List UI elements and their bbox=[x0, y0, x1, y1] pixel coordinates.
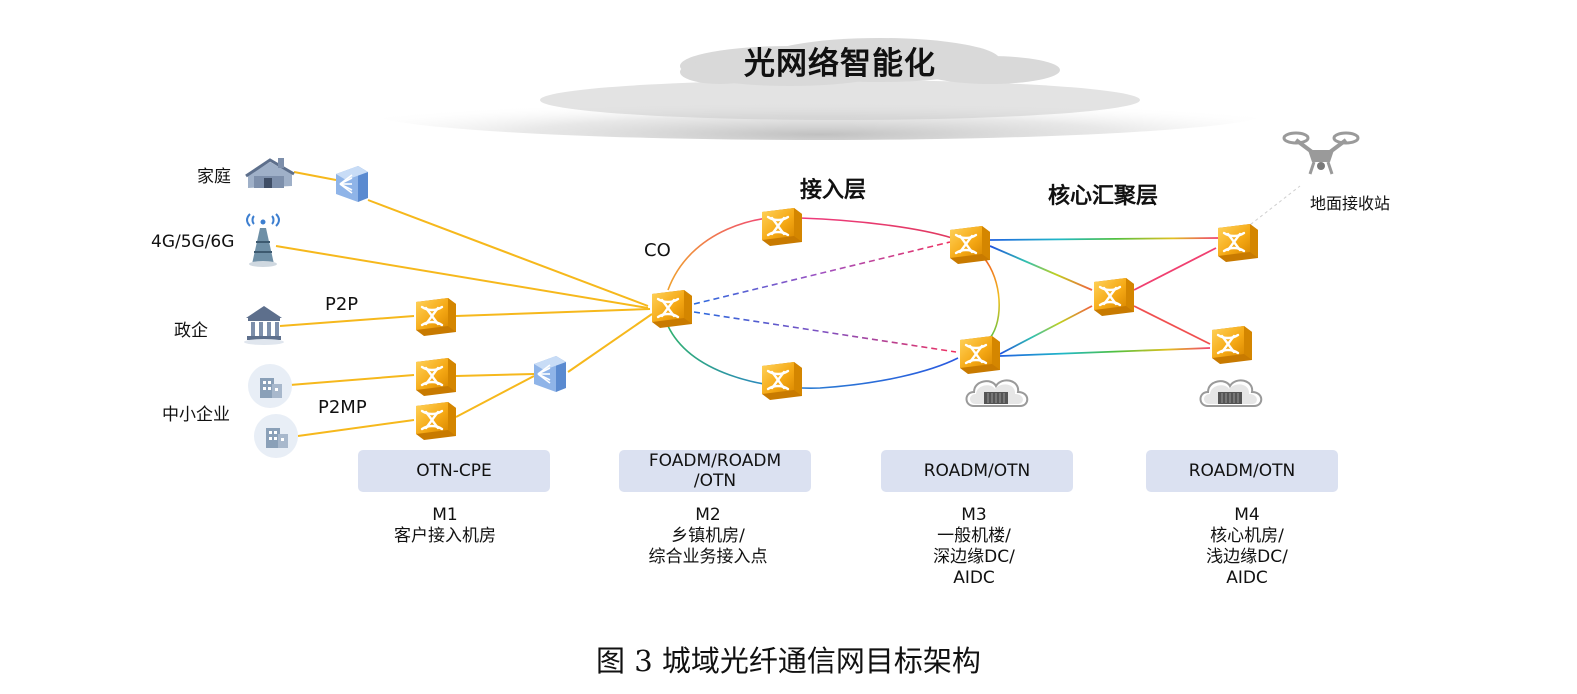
otn-node-icon bbox=[958, 334, 1002, 374]
site-line: AIDC bbox=[1226, 568, 1268, 588]
drone-icon bbox=[1282, 131, 1360, 175]
building-icon bbox=[254, 414, 298, 458]
otn-node-icon bbox=[1216, 222, 1260, 262]
fiber-links bbox=[275, 171, 653, 437]
site-line: M1 bbox=[432, 505, 458, 525]
site-line: M2 bbox=[695, 505, 721, 525]
cloud-datacenter-icon bbox=[965, 379, 1029, 407]
equipment-box-m4: ROADM/OTN bbox=[1146, 450, 1338, 492]
site-line: AIDC bbox=[953, 568, 995, 588]
label-gov: 政企 bbox=[174, 321, 208, 341]
site-line: 综合业务接入点 bbox=[648, 547, 768, 567]
bank-icon bbox=[244, 306, 284, 345]
site-line: M3 bbox=[961, 505, 987, 525]
otn-node-icon bbox=[414, 296, 458, 336]
site-line: 客户接入机房 bbox=[394, 526, 496, 546]
label-co: CO bbox=[644, 240, 671, 261]
equipment-box-m2: FOADM/ROADM /OTN bbox=[619, 450, 811, 492]
equipment-line: ROADM/OTN bbox=[1188, 461, 1296, 481]
label-home: 家庭 bbox=[197, 167, 231, 187]
banner-title: 光网络智能化 bbox=[744, 46, 936, 82]
label-ground-station: 地面接收站 bbox=[1310, 194, 1391, 213]
layer-access-title: 接入层 bbox=[800, 178, 867, 203]
dashed-links bbox=[693, 241, 957, 353]
site-line: 深边缘DC/ bbox=[933, 547, 1015, 567]
site-line: M4 bbox=[1234, 505, 1260, 525]
core-links bbox=[989, 185, 1301, 357]
equipment-box-m1: OTN-CPE bbox=[358, 450, 550, 492]
layer-core-title: 核心汇聚层 bbox=[1048, 184, 1159, 209]
figure-caption: 图 3 城域光纤通信网目标架构 bbox=[596, 644, 981, 678]
site-m4: M4 核心机房/ 浅边缘DC/ AIDC bbox=[1147, 505, 1347, 589]
label-mobile: 4G/5G/6G bbox=[151, 232, 235, 252]
otn-node-icon bbox=[760, 360, 804, 400]
equipment-line: ROADM/OTN bbox=[923, 461, 1031, 481]
otn-node-icon bbox=[414, 400, 458, 440]
otn-node-icon bbox=[650, 288, 694, 328]
splitter-icon bbox=[533, 355, 567, 393]
equipment-line: /OTN bbox=[693, 471, 737, 491]
banner-cloud bbox=[370, 38, 1270, 140]
otn-node-icon bbox=[1092, 276, 1136, 316]
label-p2p: P2P bbox=[325, 294, 359, 315]
cell-tower-icon bbox=[246, 213, 280, 267]
otn-node-icon bbox=[1210, 324, 1254, 364]
site-m3: M3 一般机楼/ 深边缘DC/ AIDC bbox=[874, 505, 1074, 589]
label-sme: 中小企业 bbox=[162, 405, 230, 425]
site-line: 核心机房/ bbox=[1210, 526, 1284, 546]
label-p2mp: P2MP bbox=[318, 397, 367, 418]
cloud-datacenter-icon bbox=[1199, 379, 1263, 407]
site-line: 乡镇机房/ bbox=[671, 526, 745, 546]
equipment-line: FOADM/ROADM bbox=[648, 451, 782, 471]
otn-node-icon bbox=[948, 224, 992, 264]
site-line: 浅边缘DC/ bbox=[1206, 547, 1288, 567]
site-line: 一般机楼/ bbox=[937, 526, 1011, 546]
site-m1: M1 客户接入机房 bbox=[345, 505, 545, 547]
equipment-line: OTN-CPE bbox=[416, 461, 492, 481]
otn-node-icon bbox=[760, 206, 804, 246]
equipment-box-m3: ROADM/OTN bbox=[881, 450, 1073, 492]
otn-node-icon bbox=[414, 356, 458, 396]
site-m2: M2 乡镇机房/ 综合业务接入点 bbox=[608, 505, 808, 568]
house-icon bbox=[245, 158, 295, 188]
building-icon bbox=[248, 364, 292, 408]
splitter-icon bbox=[335, 165, 369, 203]
